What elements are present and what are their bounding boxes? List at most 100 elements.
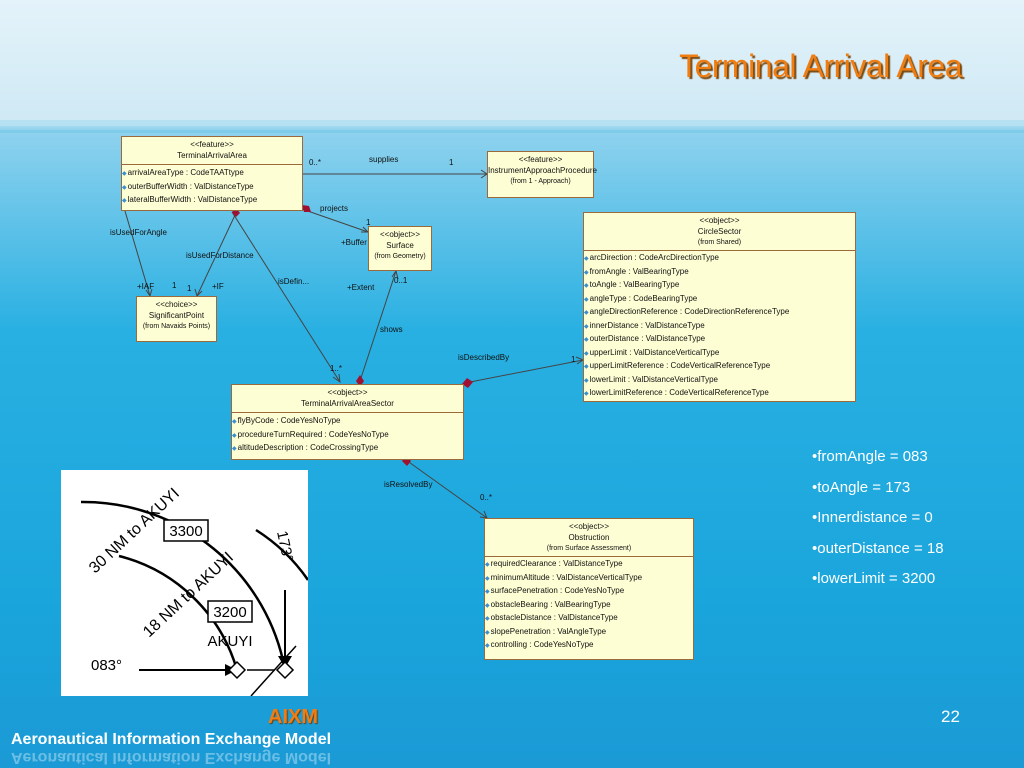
stereotype: <<feature>> xyxy=(190,140,234,149)
class-name: TerminalArrivalAreaSector xyxy=(301,399,394,408)
attribute: toAngle : ValBearingType xyxy=(584,279,855,293)
altitude-box-inner xyxy=(207,600,253,623)
bearing-173-text: 173° xyxy=(273,529,296,563)
inner-arc xyxy=(118,554,239,671)
attribute-compartment: arrivalAreaType : CodeTAATtype outerBuff… xyxy=(122,164,302,208)
attribute: minimumAltitude : ValDistanceVerticalTyp… xyxy=(485,572,693,586)
class-name: Surface xyxy=(386,241,414,250)
role-label-if: +IF xyxy=(212,282,224,291)
role-label-extent: +Extent xyxy=(347,283,375,292)
attribute: fromAngle : ValBearingType xyxy=(584,266,855,280)
association-label-is-described-by: isDescribedBy xyxy=(458,353,510,362)
multiplicity-label: 1 xyxy=(449,158,454,167)
class-name: TerminalArrivalArea xyxy=(177,151,247,160)
class-source: (from Surface Assessment) xyxy=(546,545,632,552)
list-item: •lowerLimit = 3200 xyxy=(812,570,936,587)
role-label-buffer: +Buffer xyxy=(341,238,367,247)
role-label-iaf: +IAF xyxy=(137,282,155,291)
page-number: 22 xyxy=(941,707,960,726)
attribute: arcDirection : CodeArcDirectionType xyxy=(584,252,855,266)
attribute: requiredClearance : ValDistanceType xyxy=(485,558,693,572)
attribute: obstacleDistance : ValDistanceType xyxy=(485,612,693,626)
line-is-described-by xyxy=(464,359,584,384)
multiplicity-label: 1 xyxy=(366,218,371,227)
attribute: innerDistance : ValDistanceType xyxy=(584,320,855,334)
stereotype: <<object>> xyxy=(379,230,421,239)
header-divider-thin xyxy=(0,130,1024,133)
line-shows xyxy=(359,270,397,382)
attribute: angleDirectionReference : CodeDirectionR… xyxy=(584,306,855,320)
diamond-projects xyxy=(302,205,311,212)
attribute: surfacePenetration : CodeYesNoType xyxy=(485,585,693,599)
multiplicity-label: 0..* xyxy=(480,493,493,502)
attribute: flyByCode : CodeYesNoType xyxy=(232,415,463,429)
attribute: outerDistance : ValDistanceType xyxy=(584,333,855,347)
attribute: procedureTurnRequired : CodeYesNoType xyxy=(232,429,463,443)
multiplicity-label: 1 xyxy=(172,281,177,290)
attribute-compartment: arcDirection : CodeArcDirectionType from… xyxy=(584,250,855,401)
distance-18nm-text: 18 NM to AKUYI xyxy=(140,549,237,641)
class-source: (from 1 - Approach) xyxy=(510,178,571,185)
slide-title: Terminal Arrival Area xyxy=(679,48,962,84)
header-divider xyxy=(0,120,1024,126)
list-item: •outerDistance = 18 xyxy=(812,539,944,557)
attribute: lowerLimitReference : CodeVerticalRefere… xyxy=(584,387,855,401)
line-projects xyxy=(301,208,369,233)
altitude-inner-text: 3200 xyxy=(213,604,246,621)
attribute-compartment: flyByCode : CodeYesNoType procedureTurnR… xyxy=(232,412,463,456)
uml-class-significant-point: <<choice>> SignificantPoint (from Navaid… xyxy=(136,296,217,342)
attribute: slopePenetration : ValAngleType xyxy=(485,626,693,640)
bearing-083-text: 083° xyxy=(91,657,122,674)
class-source: (from Shared) xyxy=(697,239,742,246)
attribute: upperLimit : ValDistanceVerticalType xyxy=(584,347,855,361)
association-label-is-resolved-by: isResolvedBy xyxy=(384,480,433,489)
corner-arc-hint xyxy=(250,645,297,697)
attribute: outerBufferWidth : ValDistanceType xyxy=(122,181,302,195)
class-source: (from Geometry) xyxy=(374,253,426,260)
stereotype: <<object>> xyxy=(327,388,368,397)
fix-name-text: AKUYI xyxy=(207,633,252,650)
uml-class-instrument-approach-procedure: <<feature>> InstrumentApproachProcedure … xyxy=(487,151,597,198)
altitude-outer-text: 3300 xyxy=(169,523,202,540)
line-is-used-for-angle xyxy=(124,210,151,297)
association-label-projects: projects xyxy=(320,204,349,213)
stereotype: <<feature>> xyxy=(518,155,563,164)
multiplicity-label: 1 xyxy=(187,284,192,293)
multiplicity-label: 0..* xyxy=(309,158,322,167)
multiplicity-label: 1..* xyxy=(330,364,343,373)
footer-text: Aeronautical Information Exchange Model xyxy=(11,731,332,748)
footer-text-reflection: Aeronautical Information Exchange Model xyxy=(11,749,332,766)
arrow-is-defin xyxy=(332,373,341,384)
attribute: angleType : CodeBearingType xyxy=(584,293,855,307)
attribute-compartment: requiredClearance : ValDistanceType mini… xyxy=(485,556,693,653)
stereotype: <<object>> xyxy=(568,522,610,531)
attribute: controlling : CodeYesNoType xyxy=(485,639,693,653)
stereotype: <<choice>> xyxy=(155,300,198,309)
outer-arc xyxy=(80,500,287,671)
uml-class-circle-sector: <<object>> CircleSector (from Shared) ar… xyxy=(583,212,856,402)
attribute: lowerLimit : ValDistanceVerticalType xyxy=(584,374,855,388)
diamond-is-described-by xyxy=(462,378,473,388)
class-name: SignificantPoint xyxy=(148,311,205,320)
altitude-box-outer xyxy=(163,519,209,542)
multiplicity-label: 1 xyxy=(571,355,576,364)
class-name: Obstruction xyxy=(568,533,610,542)
attribute: lateralBufferWidth : ValDistanceType xyxy=(122,194,302,208)
association-label-is-used-for-angle: isUsedForAngle xyxy=(110,228,167,237)
stereotype: <<object>> xyxy=(699,216,740,225)
uml-class-obstruction: <<object>> Obstruction (from Surface Ass… xyxy=(484,518,694,660)
uml-class-surface: <<object>> Surface (from Geometry) xyxy=(368,226,432,271)
attribute: upperLimitReference : CodeVerticalRefere… xyxy=(584,360,855,374)
list-item: •toAngle = 173 xyxy=(812,478,911,496)
header-band xyxy=(0,0,1024,120)
arrow-shows xyxy=(391,269,399,280)
association-label-shows: shows xyxy=(380,325,403,334)
line-is-defin xyxy=(231,211,341,383)
top-right-arc xyxy=(255,528,310,581)
association-label-supplies: supplies xyxy=(369,155,399,164)
list-item: •Innerdistance = 0 xyxy=(812,509,933,526)
association-label-is-defin: isDefin... xyxy=(278,277,310,286)
list-item: •fromAngle = 083 xyxy=(812,448,928,465)
uml-class-terminal-arrival-area: <<feature>> TerminalArrivalArea arrivalA… xyxy=(121,136,303,211)
